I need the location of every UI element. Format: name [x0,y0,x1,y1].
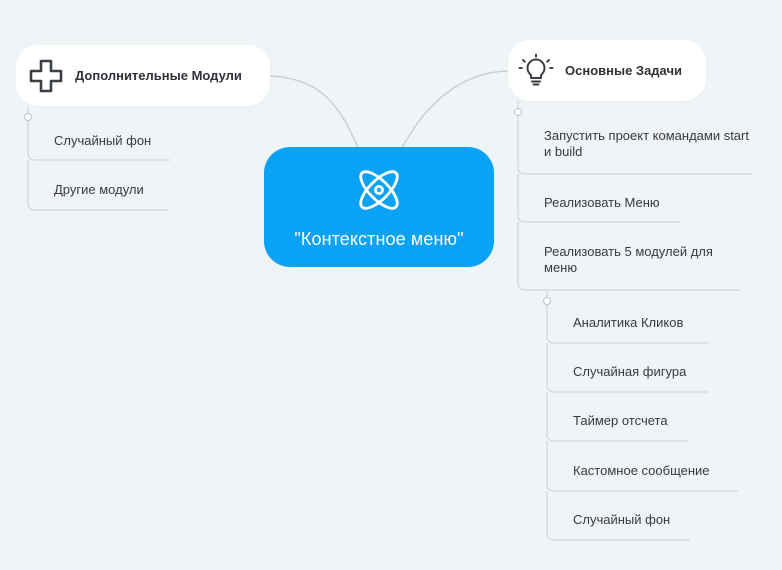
subtopic-custom-message[interactable]: Кастомное сообщение [573,463,710,478]
subtopic-implement-modules[interactable]: Реализовать 5 модулей для меню [544,244,713,275]
connector-central-left [269,75,359,149]
subtopic-random-background[interactable]: Случайный фон [54,133,152,148]
connector-central-right [401,70,509,149]
subtopic-random-background-2[interactable]: Случайный фон [573,512,671,527]
collapse-toggle-modules[interactable] [543,297,551,305]
topic-label: Дополнительные Модули [75,68,242,83]
plus-icon [28,58,64,94]
topic-label: Основные Задачи [565,63,682,78]
lightbulb-icon [518,53,554,89]
subtopic-click-analytics[interactable]: Аналитика Кликов [573,315,684,330]
atom-icon [353,164,405,221]
subtopic-other-modules[interactable]: Другие модули [54,182,144,197]
subtopic-implement-menu[interactable]: Реализовать Меню [544,195,660,210]
central-topic[interactable]: "Контекстное меню" [264,147,494,267]
subtopic-countdown-timer[interactable]: Таймер отсчета [573,413,668,428]
collapse-toggle-left[interactable] [24,113,32,121]
collapse-toggle-right[interactable] [514,108,522,116]
subtopic-run-project[interactable]: Запустить проект командами start и build [544,128,749,159]
topic-main-tasks[interactable]: Основные Задачи [508,40,706,101]
topic-additional-modules[interactable]: Дополнительные Модули [16,45,270,106]
central-topic-label: "Контекстное меню" [294,229,464,249]
subtopic-random-shape[interactable]: Случайная фигура [573,364,687,379]
